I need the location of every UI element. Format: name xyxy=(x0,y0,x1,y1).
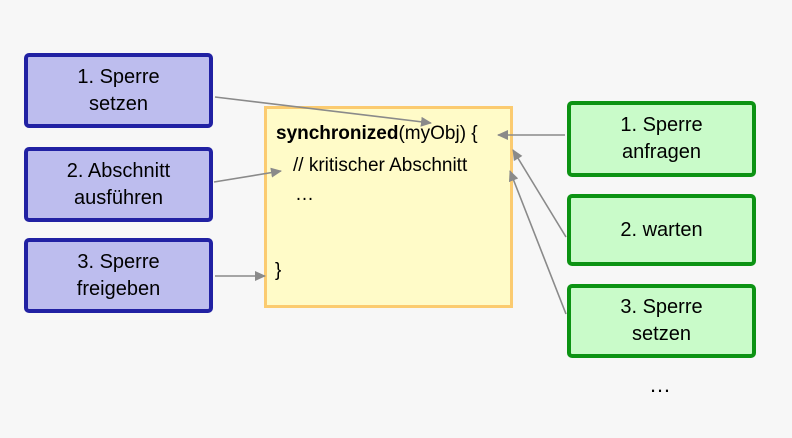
left-box-abschnitt-ausfuehren: 2. Abschnitt ausführen xyxy=(24,147,213,222)
right-box-sperre-anfragen: 1. Sperre anfragen xyxy=(567,101,756,177)
right-box-3-label: 3. Sperre setzen xyxy=(620,296,703,345)
arrow-right2-to-code-edge xyxy=(512,149,567,238)
code-line-ellipsis: … xyxy=(295,184,314,205)
left-box-2-label: 2. Abschnitt ausführen xyxy=(66,159,171,209)
code-box: synchronized(myObj) { // kritischer Absc… xyxy=(264,106,513,308)
left-box-3-label: 3. Sperre freigeben xyxy=(76,250,161,300)
code-signature-rest: (myObj) { xyxy=(398,123,478,144)
right-box-sperre-setzen: 3. Sperre setzen xyxy=(567,284,756,358)
right-box-1-label: 1. Sperre anfragen xyxy=(620,114,703,163)
left-box-sperre-setzen: 1. Sperre setzen xyxy=(24,53,213,128)
code-keyword: synchronized xyxy=(276,123,399,144)
left-box-sperre-freigeben: 3. Sperre freigeben xyxy=(24,238,213,313)
arrow-right3-to-code-edge xyxy=(508,170,567,315)
code-line-comment: // kritischer Abschnitt xyxy=(293,155,468,176)
code-line-closing-brace: } xyxy=(275,260,282,281)
code-line-synchronized: synchronized(myObj) { xyxy=(276,122,478,146)
right-box-warten: 2. warten xyxy=(567,194,756,266)
right-column-ellipsis: … xyxy=(649,372,671,397)
left-box-1-label: 1. Sperre setzen xyxy=(77,65,160,115)
right-box-2-label: 2. warten xyxy=(620,218,703,241)
